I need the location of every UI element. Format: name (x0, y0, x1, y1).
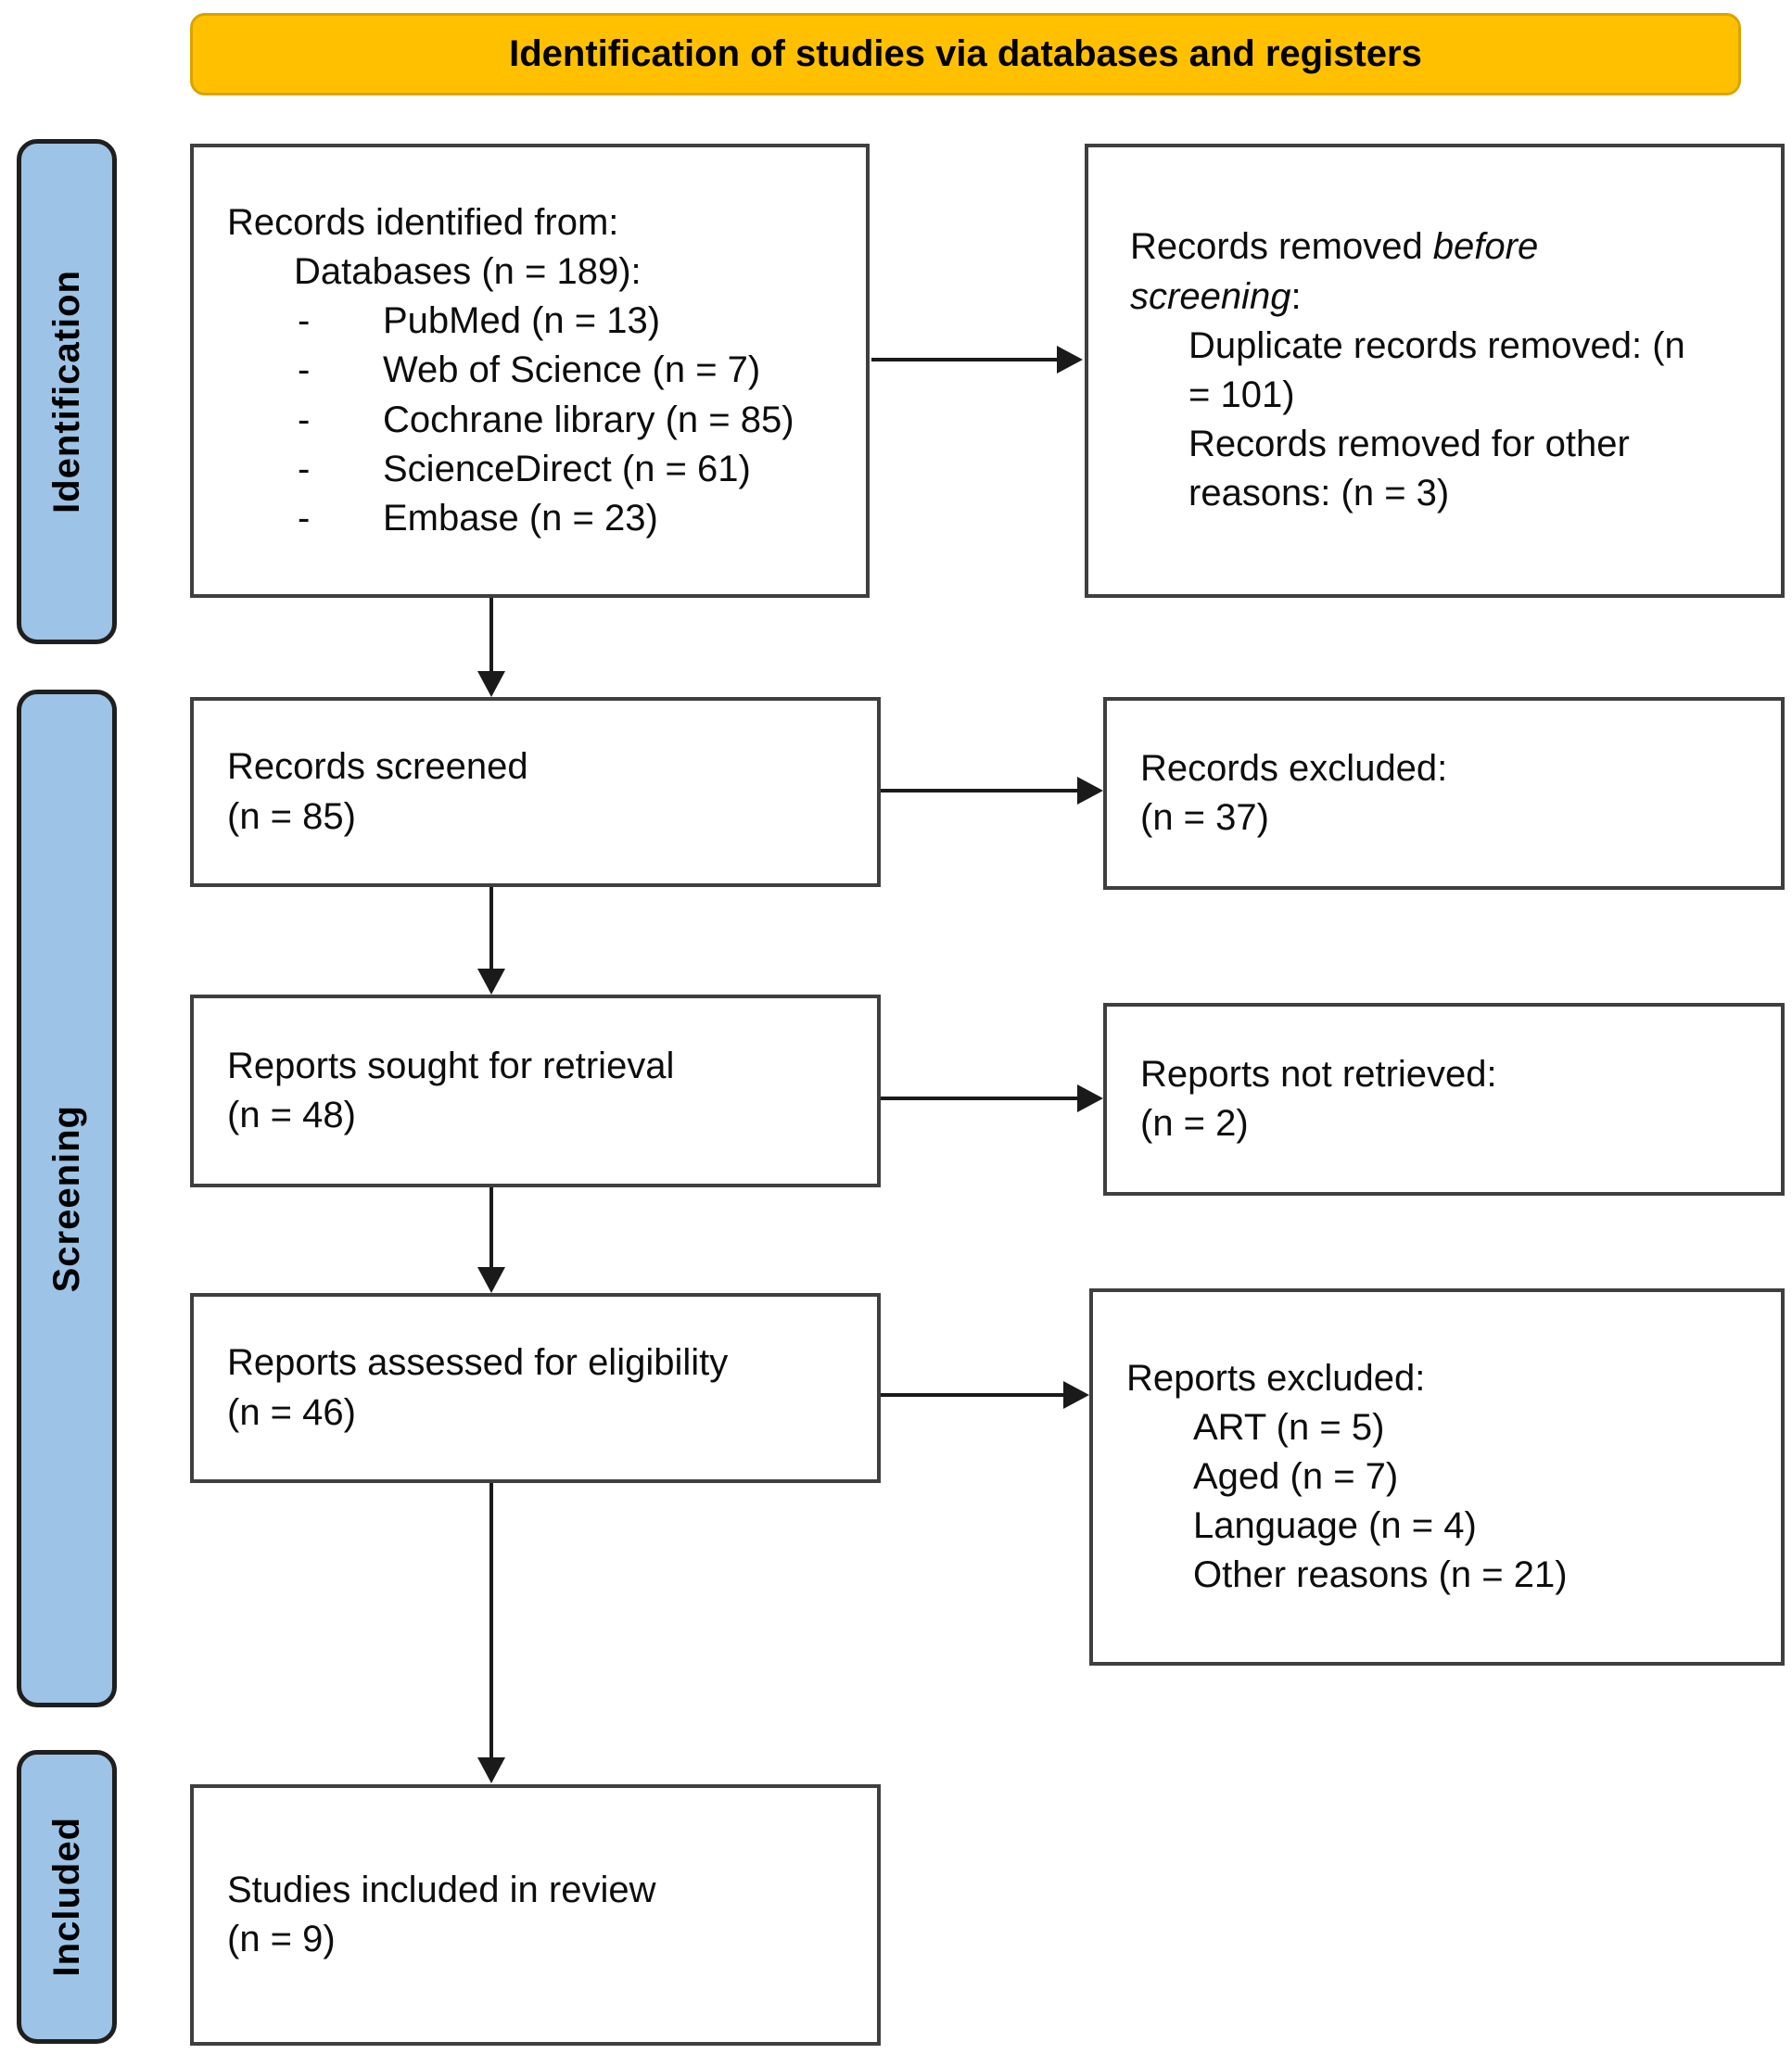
arrow-line (489, 887, 493, 970)
database-item-label: Web of Science (n = 7) (383, 349, 761, 391)
arrow-head-down-icon (477, 1267, 505, 1293)
banner-title: Identification of studies via databases … (509, 33, 1422, 74)
reports-not-retrieved-count: (n = 2) (1140, 1103, 1249, 1144)
arrow-head-right-icon (1057, 346, 1083, 374)
box-reports-not-retrieved: Reports not retrieved: (n = 2) (1103, 1003, 1785, 1196)
database-item: - Cochrane library (n = 85) (194, 396, 866, 445)
records-removed-title: Records removed before screening: (1088, 222, 1705, 321)
reports-sought-count: (n = 48) (227, 1095, 356, 1135)
records-identified-title: Records identified from: (227, 201, 619, 243)
database-item: - Web of Science (n = 7) (194, 346, 866, 395)
dash-bullet: - (298, 399, 311, 440)
arrow-line (489, 1483, 493, 1759)
records-removed-title-suffix: : (1290, 275, 1302, 317)
arrow-head-right-icon (1077, 777, 1103, 805)
box-records-screened: Records screened (n = 85) (190, 697, 881, 887)
stage-label-identification: Identification (17, 139, 117, 644)
reports-excluded-reason: Other reasons (n = 21) (1193, 1554, 1568, 1596)
arrow-line (871, 358, 1057, 361)
dash-bullet: - (298, 497, 311, 539)
box-reports-sought: Reports sought for retrieval (n = 48) (190, 995, 881, 1187)
studies-included-label: Studies included in review (227, 1869, 656, 1910)
arrow-line (881, 789, 1077, 792)
stage-label-screening: Screening (17, 690, 117, 1707)
arrow-line (489, 1187, 493, 1269)
reports-sought-label: Reports sought for retrieval (227, 1045, 675, 1086)
records-identified-subtitle: Databases (n = 189): (294, 251, 642, 293)
database-item: - Embase (n = 23) (194, 494, 866, 543)
records-excluded-label: Records excluded: (1140, 747, 1448, 789)
arrow-head-down-icon (477, 1757, 505, 1783)
database-item-label: Embase (n = 23) (383, 497, 658, 539)
stage-label-included-text: Included (45, 1817, 87, 1977)
records-removed-title-italic: before screening (1130, 226, 1539, 317)
stage-label-screening-text: Screening (45, 1104, 87, 1293)
records-excluded-count: (n = 37) (1140, 797, 1269, 838)
database-item: - ScienceDirect (n = 61) (194, 445, 866, 494)
dash-bullet: - (298, 300, 311, 342)
database-item-label: ScienceDirect (n = 61) (383, 448, 751, 489)
database-item-label: Cochrane library (n = 85) (383, 399, 794, 440)
box-records-excluded: Records excluded: (n = 37) (1103, 697, 1785, 890)
arrow-line (881, 1393, 1065, 1397)
reports-assessed-count: (n = 46) (227, 1391, 356, 1433)
reports-excluded-reason: Language (n = 4) (1193, 1505, 1477, 1547)
box-reports-excluded: Reports excluded: ART (n = 5) Aged (n = … (1089, 1288, 1785, 1666)
box-records-identified: Records identified from: Databases (n = … (190, 144, 870, 598)
database-item-label: PubMed (n = 13) (383, 300, 661, 342)
box-records-removed: Records removed before screening: Duplic… (1085, 144, 1785, 598)
arrow-line (881, 1097, 1077, 1100)
reports-excluded-reason: ART (n = 5) (1193, 1406, 1385, 1448)
dash-bullet: - (298, 349, 311, 391)
stage-label-identification-text: Identification (45, 270, 87, 514)
records-screened-count: (n = 85) (227, 795, 356, 837)
box-studies-included: Studies included in review (n = 9) (190, 1784, 881, 2046)
banner: Identification of studies via databases … (190, 13, 1741, 95)
records-removed-title-prefix: Records removed (1130, 226, 1433, 268)
records-screened-label: Records screened (227, 746, 528, 788)
studies-included-count: (n = 9) (227, 1919, 336, 1959)
reports-assessed-label: Reports assessed for eligibility (227, 1342, 729, 1384)
reports-excluded-reason: Aged (n = 7) (1193, 1455, 1399, 1497)
stage-label-included: Included (17, 1750, 117, 2044)
records-removed-item: Records removed for other reasons: (n = … (1188, 424, 1630, 514)
arrow-head-down-icon (477, 671, 505, 697)
reports-not-retrieved-label: Reports not retrieved: (1140, 1053, 1497, 1095)
arrow-head-down-icon (477, 969, 505, 995)
box-reports-assessed: Reports assessed for eligibility (n = 46… (190, 1293, 881, 1483)
arrow-head-right-icon (1077, 1084, 1103, 1112)
database-item: - PubMed (n = 13) (194, 297, 866, 346)
arrow-line (489, 598, 493, 672)
reports-excluded-title: Reports excluded: (1126, 1357, 1426, 1399)
records-removed-item: Duplicate records removed: (n = 101) (1188, 324, 1685, 415)
dash-bullet: - (298, 448, 311, 489)
arrow-head-right-icon (1063, 1381, 1089, 1409)
